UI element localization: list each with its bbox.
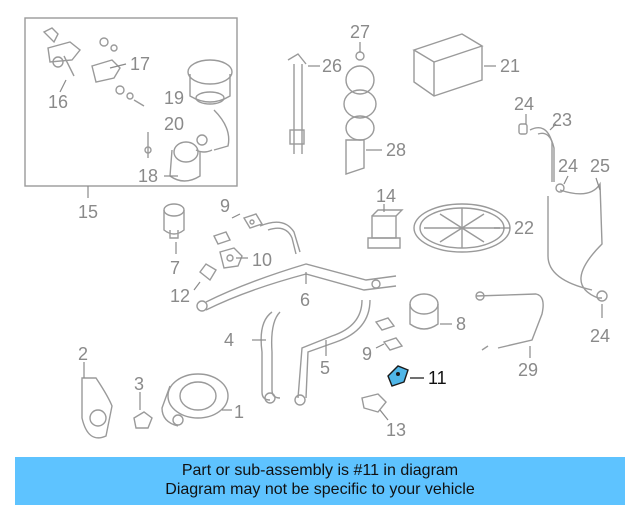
inset-box <box>24 17 238 187</box>
callout-2: 2 <box>78 344 88 364</box>
callout-28: 28 <box>386 140 406 160</box>
part-13-clip <box>361 393 387 413</box>
callout-13: 13 <box>386 420 406 440</box>
info-banner: Part or sub-assembly is #11 in diagram D… <box>15 457 625 505</box>
part-9-gasket-lower <box>374 317 404 351</box>
callout-18: 18 <box>138 166 158 186</box>
callout-27: 27 <box>350 22 370 42</box>
part-1-pump <box>161 373 229 427</box>
part-8-valve <box>409 293 439 330</box>
callout-17: 17 <box>130 54 150 74</box>
callout-4: 4 <box>224 330 234 350</box>
part-29-sensor <box>475 291 544 351</box>
part-12-fitting <box>199 263 217 282</box>
part-2-bracket <box>81 377 113 439</box>
callout-6: 6 <box>300 290 310 310</box>
callout-25: 25 <box>590 156 610 176</box>
callout-10: 10 <box>252 250 272 270</box>
callout-24-a: 24 <box>514 94 534 114</box>
callout-16: 16 <box>48 92 68 112</box>
callout-9-top: 9 <box>220 196 230 216</box>
callout-1: 1 <box>234 402 244 422</box>
part-11-bracket[interactable] <box>387 365 409 387</box>
part-14-sensor <box>367 209 404 249</box>
part-10-gasket <box>219 247 243 269</box>
callout-8: 8 <box>456 314 466 334</box>
callout-12: 12 <box>170 286 190 306</box>
part-26-rod <box>287 53 307 154</box>
part-19-valve <box>187 59 233 151</box>
callout-14: 14 <box>376 186 396 206</box>
callout-15: 15 <box>78 202 98 222</box>
parts-diagram: 1 2 3 4 5 6 7 8 9 9 10 11 12 13 14 15 16… <box>24 17 610 440</box>
callout-23: 23 <box>552 110 572 130</box>
callout-7: 7 <box>170 258 180 278</box>
part-21-module <box>412 33 484 97</box>
part-28-bracket <box>345 139 365 175</box>
part-4-5-pipes <box>260 299 371 406</box>
callout-3: 3 <box>134 374 144 394</box>
part-3-bolt <box>133 411 153 429</box>
part-16-bracket <box>42 27 81 77</box>
part-20-gasket <box>195 134 213 153</box>
callout-29: 29 <box>518 360 538 380</box>
part-17-fitting <box>91 37 145 107</box>
callout-11[interactable]: 11 <box>428 368 447 388</box>
callout-24-b: 24 <box>558 156 578 176</box>
part-27-damper <box>343 51 377 141</box>
callout-24-c: 24 <box>590 326 610 346</box>
part-9-gasket-top <box>213 213 264 245</box>
banner-line-1: Part or sub-assembly is #11 in diagram <box>181 462 459 479</box>
banner-line-2: Diagram may not be specific to your vehi… <box>165 481 475 498</box>
callout-19: 19 <box>164 88 184 108</box>
callout-5: 5 <box>320 358 330 378</box>
callout-20: 20 <box>164 114 184 134</box>
callout-9-lower: 9 <box>362 344 372 364</box>
callout-26: 26 <box>322 56 342 76</box>
part-23-25-hoses <box>518 123 608 302</box>
part-6-pipe <box>196 221 397 312</box>
part-7-valve <box>163 203 185 239</box>
callout-21: 21 <box>500 56 520 76</box>
callout-22: 22 <box>514 218 534 238</box>
